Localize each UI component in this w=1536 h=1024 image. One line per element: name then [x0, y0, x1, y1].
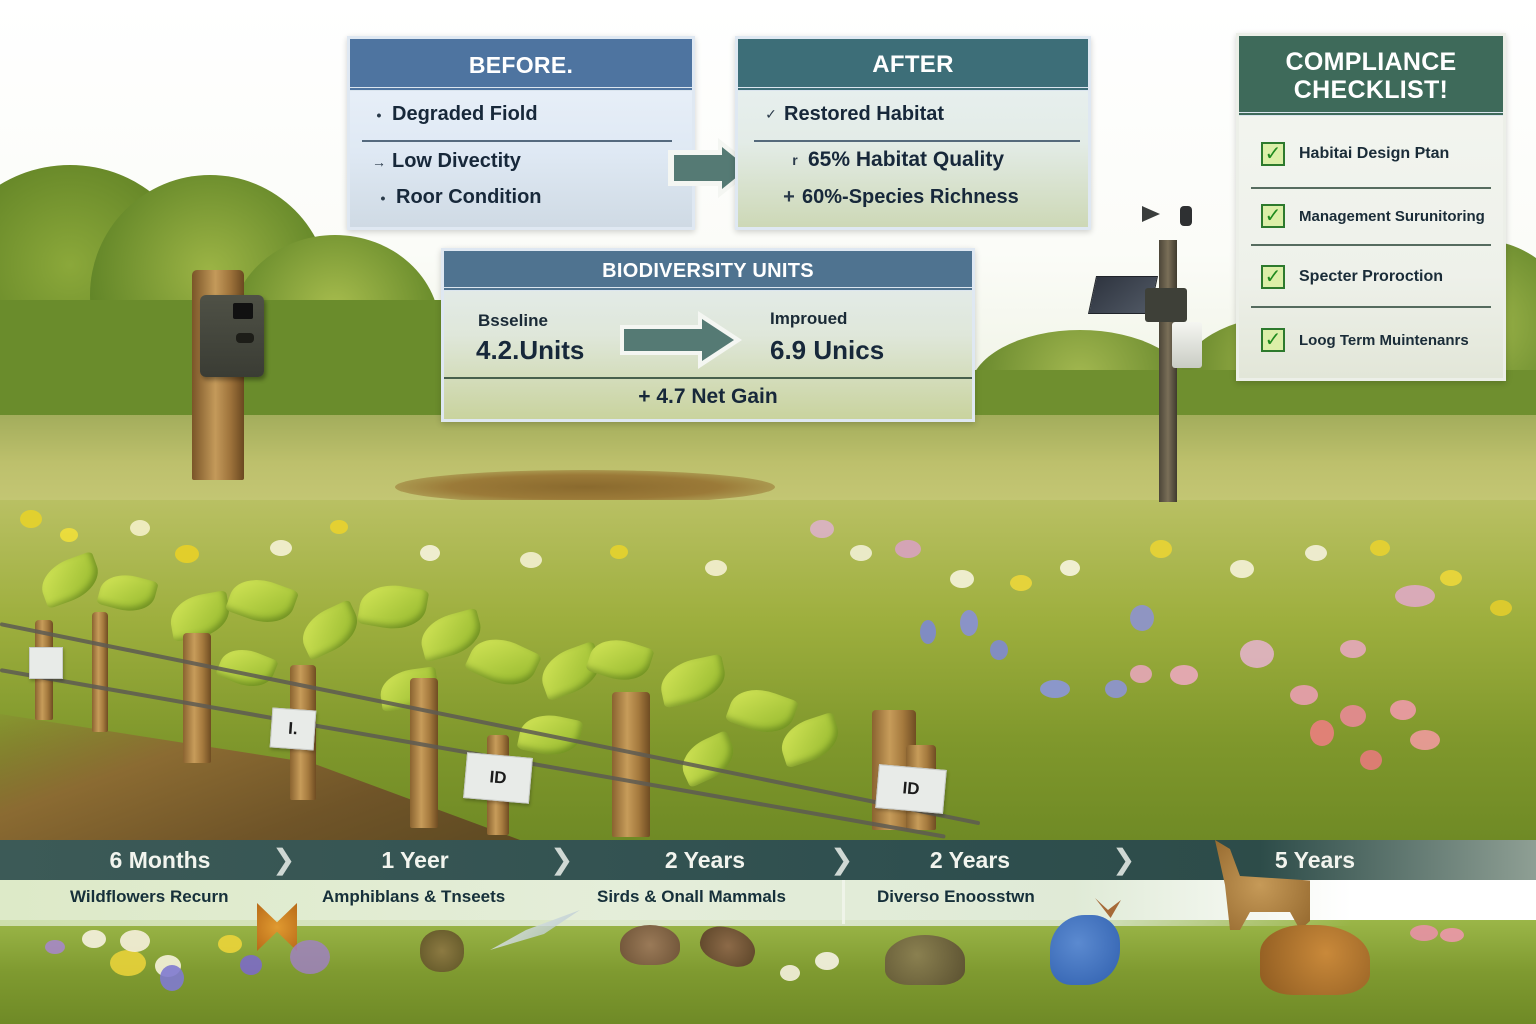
- checklist-item[interactable]: ✓ Management Surunitoring: [1261, 204, 1485, 228]
- divider: [444, 377, 972, 379]
- net-gain-value: + 4.7 Net Gain: [638, 385, 778, 408]
- timeline-caption: Wildflowers Recurn: [70, 887, 229, 906]
- checkbox-checked-icon[interactable]: ✓: [1261, 204, 1285, 228]
- after-panel: AFTER ✓ Restored Habitat r 65% Habitat Q…: [735, 36, 1091, 230]
- after-item: + 60%-Species Richness: [782, 186, 1019, 209]
- checklist-item-label: Loog Term Muintenanrs: [1299, 331, 1469, 349]
- before-title: BEFORE.: [350, 39, 692, 91]
- bullet-icon: •: [380, 189, 386, 206]
- checklist-title-line2: CHECKLIST!: [1293, 76, 1449, 104]
- bluebird-icon: [1050, 915, 1120, 985]
- timeline-step-2-years-b: 2 Years: [929, 847, 1011, 873]
- arrow-right-icon: [668, 138, 756, 198]
- radiation-shield: [1172, 322, 1202, 368]
- checklist-item[interactable]: ✓ Habitai Design Ptan: [1261, 142, 1449, 166]
- checklist-item-label: Management Surunitoring: [1299, 207, 1485, 225]
- checklist-title: COMPLIANCE CHECKLIST!: [1239, 36, 1503, 116]
- divider: [1251, 306, 1491, 308]
- baseline-value: 4.2.Units: [476, 335, 585, 365]
- small-bird-icon: [620, 925, 680, 965]
- chevron-right-icon: ❯: [830, 844, 854, 875]
- bullet-icon: r: [792, 152, 798, 168]
- before-item-text: Degraded Fiold: [392, 103, 538, 125]
- checkbox-checked-icon[interactable]: ✓: [1261, 328, 1285, 352]
- checklist-item-label: Habitai Design Ptan: [1299, 145, 1450, 162]
- divider: [362, 140, 672, 142]
- checkbox-checked-icon[interactable]: ✓: [1261, 142, 1285, 166]
- before-item: • Degraded Fiold: [372, 103, 538, 126]
- timeline-step-5-years: 5 Years: [1274, 847, 1356, 873]
- biodiversity-title: BIODIVERSITY UNITS: [444, 251, 972, 291]
- checkbox-checked-icon[interactable]: ✓: [1261, 265, 1285, 289]
- divider: [842, 880, 845, 924]
- baseline-label: Bsseline: [478, 311, 548, 330]
- after-item-text: 60%-Species Richness: [802, 186, 1019, 208]
- camera-lens: [233, 303, 253, 319]
- checklist-title-line1: COMPLIANCE: [1285, 48, 1457, 76]
- arrow-bullet-icon: →: [372, 153, 386, 170]
- before-item: • Roor Condition: [376, 186, 542, 209]
- degraded-soil-patch: [395, 470, 775, 504]
- after-item: r 65% Habitat Quality: [788, 148, 1004, 172]
- weather-station-pole: [1159, 240, 1177, 502]
- chevron-right-icon: ❯: [272, 844, 296, 875]
- timeline-caption: Amphiblans & Tnseets: [322, 887, 506, 906]
- frog-icon: [420, 930, 464, 972]
- timeline-bar: [0, 840, 1536, 880]
- plus-icon: +: [783, 186, 795, 208]
- timeline-step-2-years: 2 Years: [664, 847, 746, 873]
- divider: [1251, 244, 1491, 246]
- compliance-checklist-panel: COMPLIANCE CHECKLIST! ✓ Habitai Design P…: [1236, 33, 1506, 381]
- checklist-item[interactable]: ✓ Loog Term Muintenanrs: [1261, 328, 1469, 352]
- hedgehog-icon: [885, 935, 965, 985]
- before-item-text: Low Divectity: [392, 150, 521, 172]
- improved-value: 6.9 Unics: [770, 335, 885, 365]
- after-item-text: Restored Habitat: [784, 103, 945, 125]
- camera-sensor: [236, 333, 254, 343]
- before-item-text: Roor Condition: [396, 186, 542, 208]
- anemometer-icon: [1180, 206, 1192, 226]
- plot-id-tag: ID: [875, 764, 947, 814]
- biodiversity-units-panel: BIODIVERSITY UNITS Bsseline 4.2.Units Im…: [441, 248, 975, 422]
- before-item: → Low Divectity: [372, 150, 521, 173]
- timeline-step-1-year: 1 Yeer: [381, 847, 449, 873]
- after-title: AFTER: [738, 39, 1088, 91]
- check-bullet-icon: ✓: [765, 106, 777, 122]
- divider: [1251, 187, 1491, 189]
- chevron-right-icon: ❯: [1112, 844, 1136, 875]
- checklist-item[interactable]: ✓ Specter Proroction: [1261, 265, 1443, 289]
- plot-tag: [29, 647, 63, 679]
- after-item: ✓ Restored Habitat: [764, 103, 944, 126]
- plot-tag: I.: [269, 707, 317, 751]
- checklist-item-label: Specter Proroction: [1299, 268, 1444, 285]
- plot-id-tag: ID: [463, 752, 533, 804]
- logger-box: [1145, 288, 1187, 322]
- camera-trap-icon: [200, 295, 264, 377]
- fox-icon: [1260, 925, 1370, 995]
- arrow-right-icon: [620, 311, 742, 369]
- timeline-caption: Diverso Enoosstwn: [877, 887, 1035, 906]
- timeline-step-6-months: 6 Months: [109, 847, 211, 873]
- chevron-right-icon: ❯: [550, 844, 574, 875]
- after-item-text: 65% Habitat Quality: [808, 148, 1005, 171]
- improved-label: Improued: [770, 309, 848, 328]
- bullet-icon: •: [376, 106, 382, 123]
- before-panel: BEFORE. • Degraded Fiold → Low Divectity…: [347, 36, 695, 230]
- timeline-caption: Sirds & Onall Mammals: [597, 887, 786, 906]
- divider: [754, 140, 1080, 142]
